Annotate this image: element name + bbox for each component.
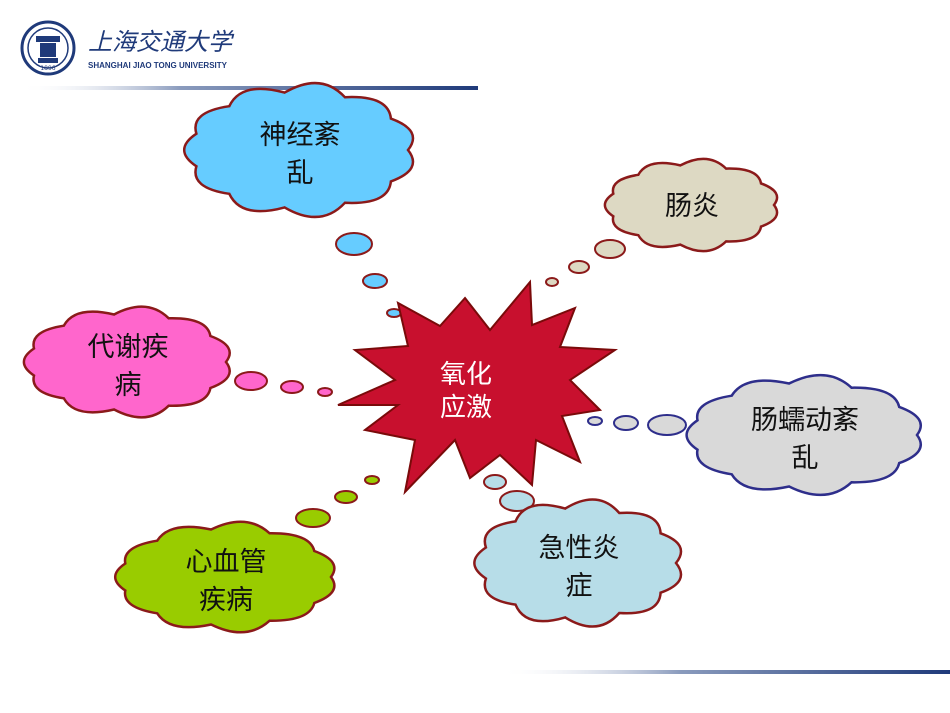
bubble-trail-metabolic xyxy=(234,371,333,397)
cloud-shape xyxy=(685,373,922,497)
bubble-trail-neuro xyxy=(335,232,402,318)
bubble-trail-cardio xyxy=(295,475,380,528)
center-label-line1: 氧化 xyxy=(440,360,492,390)
cloud-label-line2: 乱 xyxy=(287,158,314,189)
cloud-label-line2: 疾病 xyxy=(199,585,253,616)
bubble-trail-motility xyxy=(587,414,687,436)
cloud-label-line1: 肠蠕动紊 xyxy=(751,405,859,436)
cloud-label-line1: 代谢疾 xyxy=(88,332,169,363)
university-seal-icon: 1896 xyxy=(20,20,76,76)
logo-chinese-name: 上海交通大学 xyxy=(88,28,235,56)
cloud-label-line2: 症 xyxy=(566,571,593,602)
cloud-shape xyxy=(473,498,683,628)
oxidative-stress-burst: 氧化 应激 xyxy=(337,279,619,496)
cloud-label-line1: 急性炎 xyxy=(539,533,620,564)
cloud-shape xyxy=(113,520,336,634)
cloud-shape xyxy=(603,157,779,253)
cloud-label-line1: 心血管 xyxy=(186,547,267,578)
cloud-shape xyxy=(22,305,231,419)
logo-english-name: SHANGHAI JIAO TONG UNIVERSITY xyxy=(88,61,228,70)
cloud-label-line2: 乱 xyxy=(792,443,819,474)
university-logo: 1896 上海交通大学 SHANGHAI JIAO TONG UNIVERSIT… xyxy=(20,20,235,76)
cloud-enteritis: 肠炎 xyxy=(603,157,779,253)
cloud-label-line1: 神经紊 xyxy=(260,120,341,151)
header-divider xyxy=(20,86,478,90)
footer-divider xyxy=(500,670,950,674)
center-label-line2: 应激 xyxy=(440,393,492,423)
cloud-label-line1: 肠炎 xyxy=(665,191,719,222)
bubble-trail-enteritis xyxy=(545,239,626,287)
seal-year: 1896 xyxy=(40,65,55,72)
cloud-shape xyxy=(182,81,415,219)
cloud-label-line2: 病 xyxy=(115,370,142,401)
